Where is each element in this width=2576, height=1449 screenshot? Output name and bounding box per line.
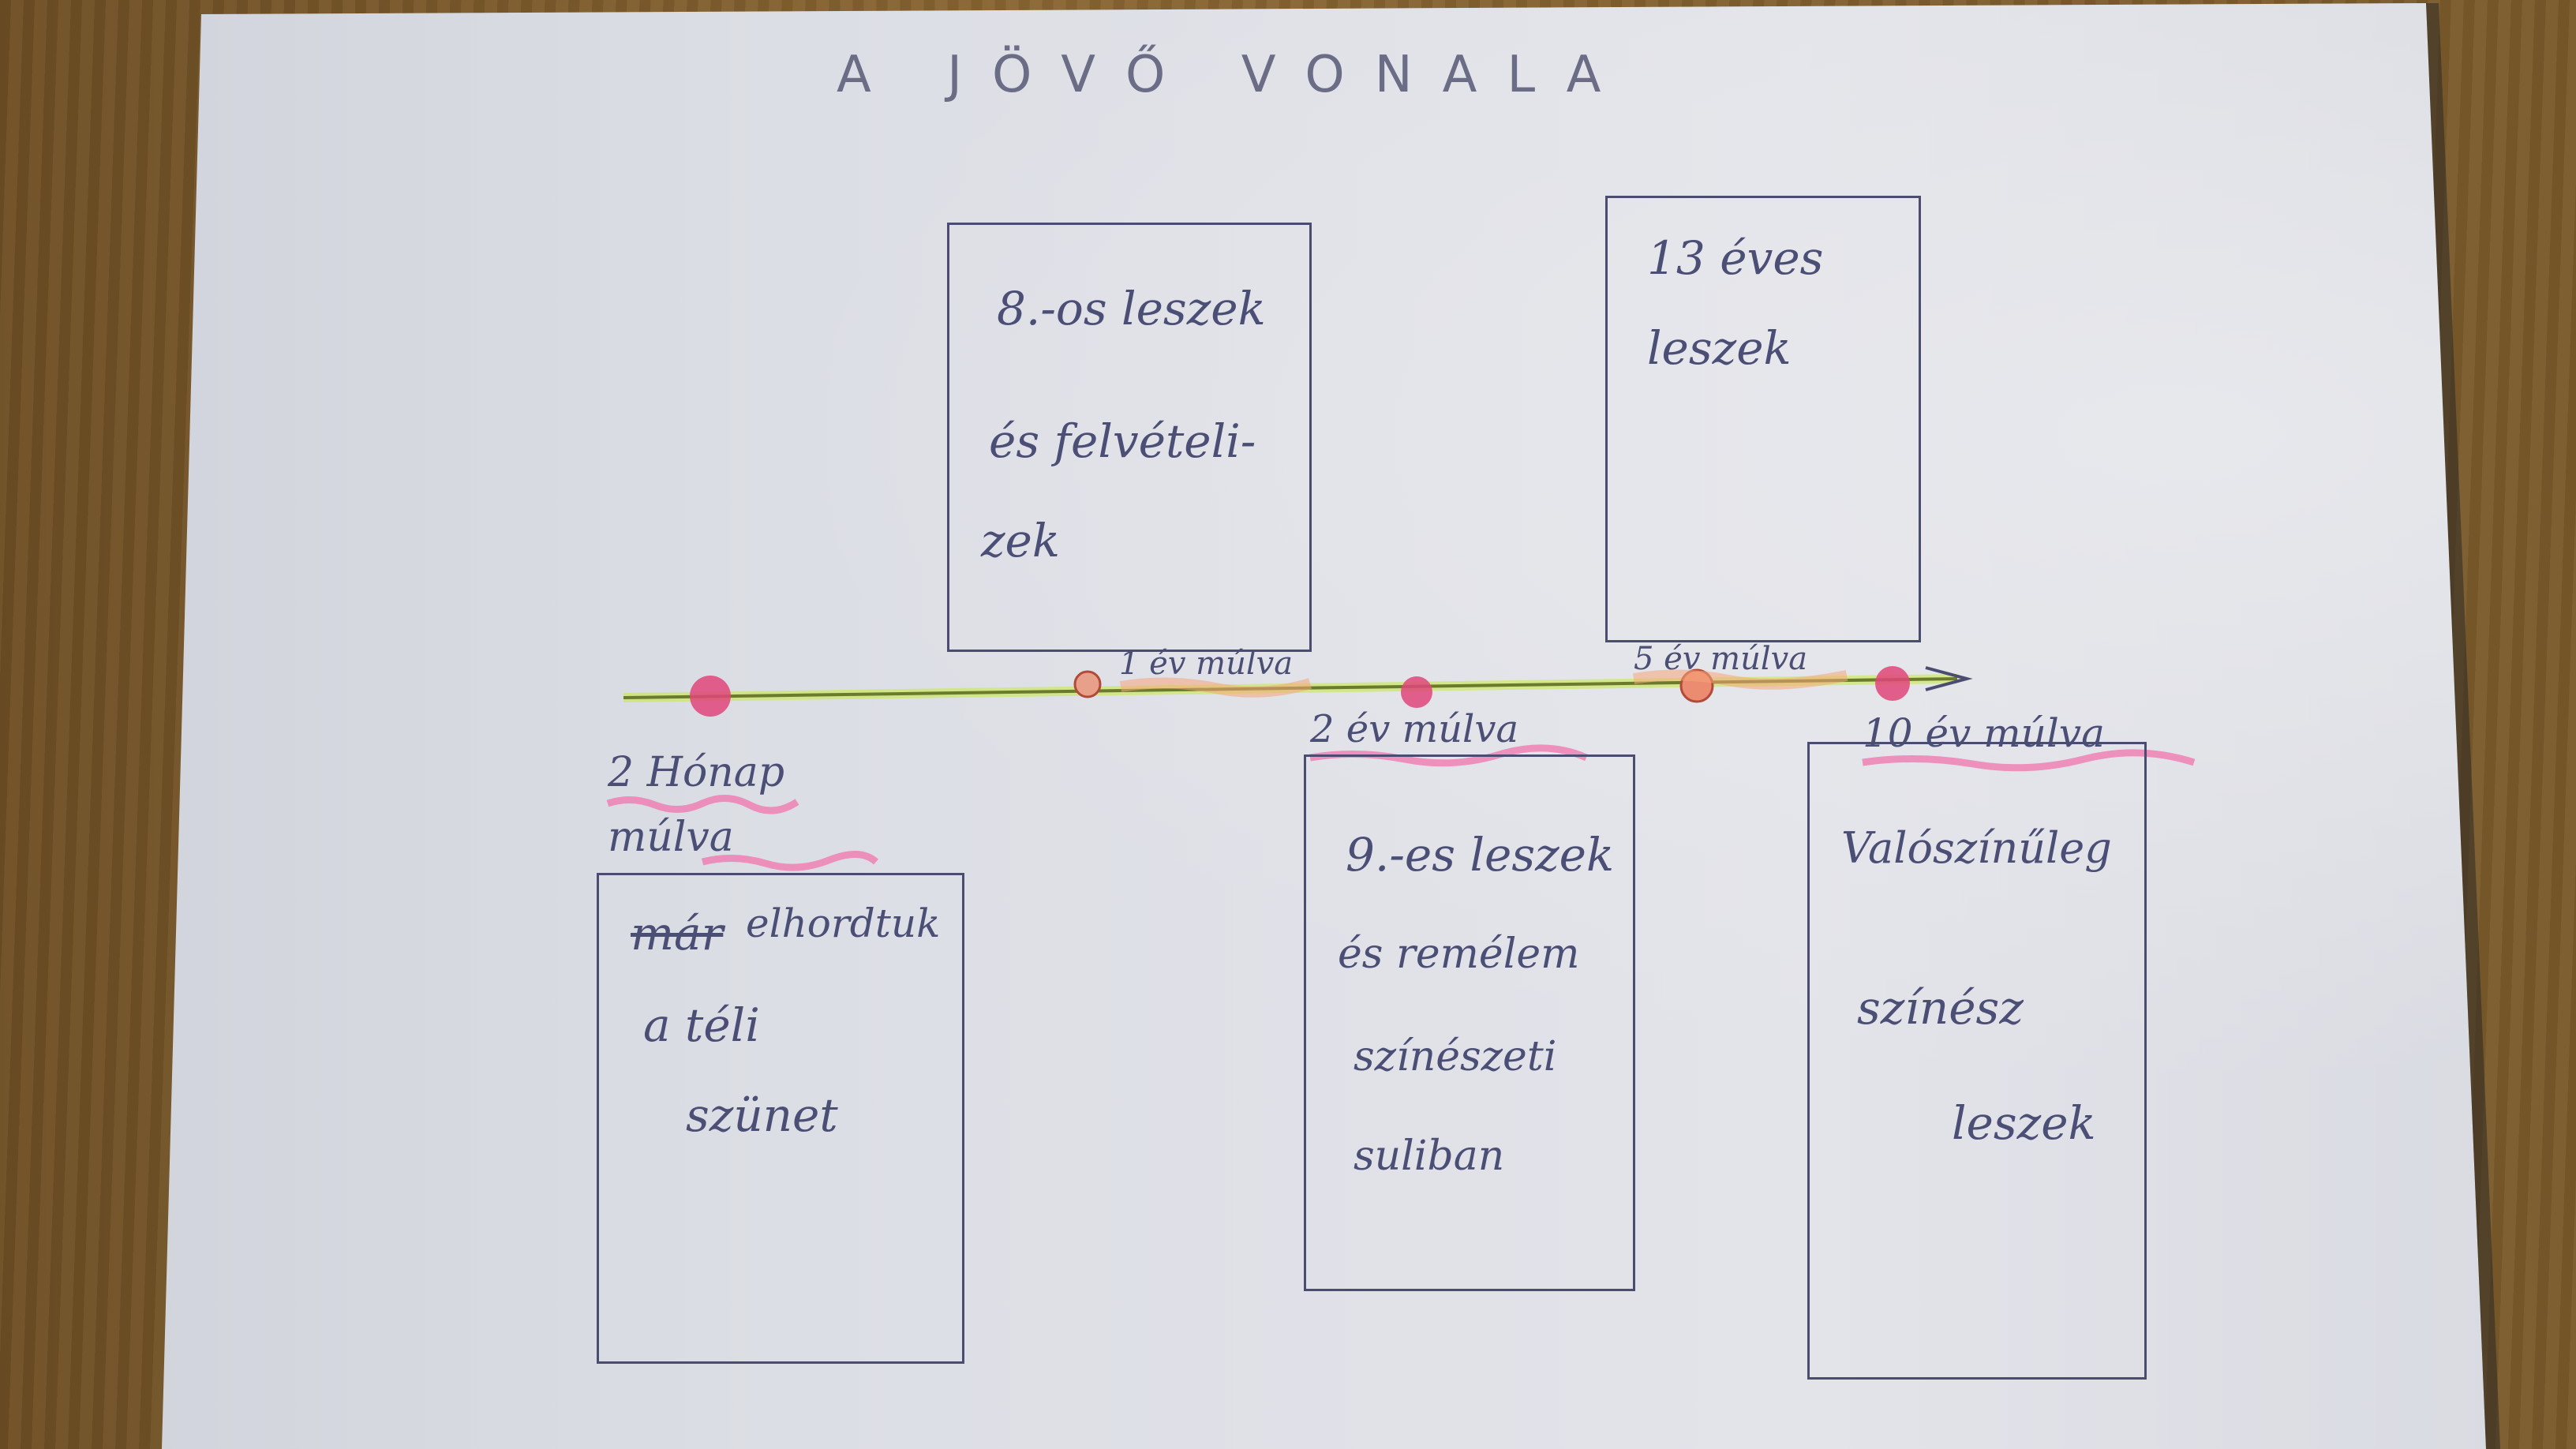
- note-box-10-years: Valószínűleg színész leszek: [1807, 742, 2147, 1380]
- note-1-year-line-1: 8.-os leszek: [997, 282, 1266, 335]
- timeline-dot-10-years: [1875, 666, 1910, 701]
- timeline-dot-2-years: [1401, 676, 1432, 708]
- note-box-1-year: 8.-os leszek és felvételi- zek: [947, 223, 1312, 652]
- note-box-2-months: már elhordtuk a téli szünet: [597, 873, 964, 1364]
- note-box-5-years: 13 éves leszek: [1605, 196, 1921, 642]
- timeline-arrowhead: [1925, 666, 1973, 691]
- note-10-years-line-2: színész: [1857, 981, 2024, 1035]
- note-5-years-line-1: 13 éves: [1647, 231, 1824, 285]
- note-1-year-line-3: zek: [981, 514, 1061, 567]
- note-2-years-line-3: színészeti: [1354, 1033, 1557, 1080]
- note-2-months-line-1: elhordtuk: [746, 900, 941, 946]
- label-2-months: 2 Hónap múlva: [608, 749, 785, 861]
- note-10-years-line-3: leszek: [1952, 1096, 2096, 1150]
- timeline-dot-2-months: [690, 676, 731, 717]
- highlight-1-year: [1119, 677, 1312, 698]
- note-5-years-line-2: leszek: [1647, 321, 1792, 375]
- label-5-years: 5 év múlva: [1634, 641, 1808, 677]
- page-title: A JÖVŐ VONALA: [837, 46, 1631, 104]
- note-2-years-line-1: 9.-es leszek: [1346, 828, 1615, 882]
- highlight-10-years: [1862, 749, 2196, 772]
- note-box-2-years: 9.-es leszek és remélem színészeti sulib…: [1304, 754, 1635, 1291]
- label-10-years: 10 év múlva: [1863, 710, 2105, 756]
- note-2-months-line-2: a téli: [643, 998, 760, 1052]
- highlight-2-months-a: [606, 794, 799, 814]
- highlight-2-years: [1309, 744, 1588, 767]
- note-1-year-line-2: és felvételi-: [989, 414, 1256, 468]
- label-2-years: 2 év múlva: [1310, 707, 1519, 751]
- highlight-2-months-b: [701, 850, 879, 871]
- note-2-years-line-2: és remélem: [1338, 930, 1580, 978]
- note-2-years-line-4: suliban: [1354, 1133, 1505, 1180]
- note-2-months-strike: már: [631, 907, 724, 960]
- note-2-months-line-3: szünet: [686, 1088, 838, 1142]
- timeline-dot-1-year: [1073, 670, 1102, 698]
- note-10-years-line-1: Valószínűleg: [1841, 823, 2112, 873]
- highlight-5-years: [1632, 669, 1848, 690]
